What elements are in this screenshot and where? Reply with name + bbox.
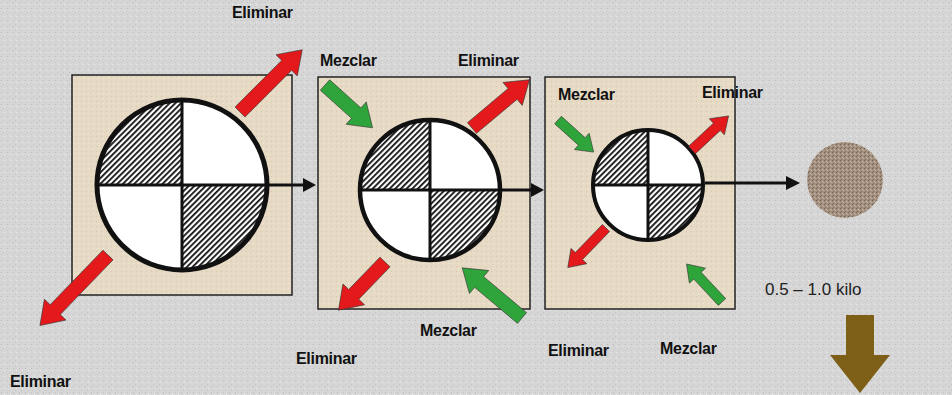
sample-size-label: 0.5 – 1.0 kilo: [765, 280, 861, 300]
action-label: Mezclar: [660, 340, 717, 358]
action-label: Eliminar: [296, 350, 357, 368]
action-label: Eliminar: [548, 342, 609, 360]
action-label: Mezclar: [320, 52, 377, 70]
action-label: Eliminar: [458, 52, 519, 70]
action-label: Mezclar: [558, 86, 615, 104]
action-label: Eliminar: [10, 373, 71, 391]
action-label: Mezclar: [420, 322, 477, 340]
action-label: Eliminar: [702, 84, 763, 102]
action-label: Eliminar: [232, 4, 293, 22]
